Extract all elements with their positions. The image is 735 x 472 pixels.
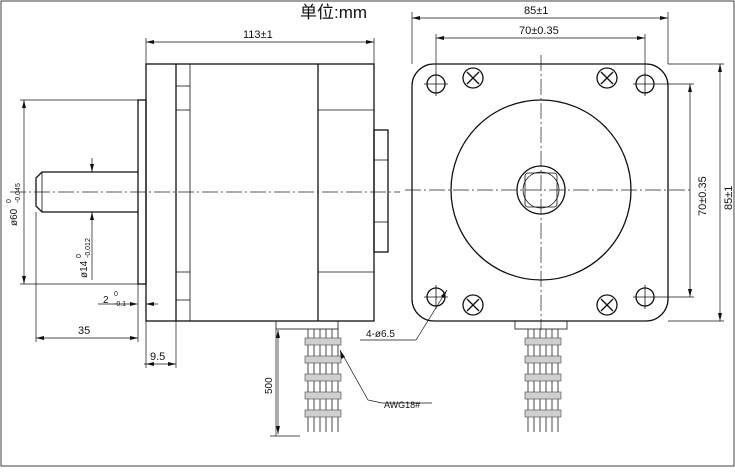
mounting-hole-tr (633, 72, 657, 96)
dim-flange-main: ø60 (9, 208, 20, 226)
unit-label: 单位:mm (300, 3, 367, 22)
rear-cap (373, 129, 389, 253)
mounting-hole-bl (424, 285, 448, 309)
dim-shaft-main: ø14 (79, 260, 90, 278)
dim-flange-tol-up: 0 (6, 199, 13, 203)
dim-hole-spacing-top: 70±0.35 (519, 25, 559, 37)
side-dimensions: 113±1 ø60 0 -0.045 ø14 0 -0.012 2 0 -0.1 (6, 29, 375, 368)
dim-flange-thickness: 9.5 (150, 351, 165, 363)
screw-br-icon (596, 294, 618, 316)
side-lead-wires: 500 AWG18# (264, 329, 432, 437)
mounting-holes-label: 4-ø6.5 (366, 329, 395, 340)
motor-body-side (145, 63, 375, 322)
front-lead-wires (524, 329, 562, 432)
dim-boss-tol-up: 0 (114, 291, 118, 298)
front-view (405, 55, 690, 330)
screw-tr-icon (596, 67, 618, 89)
dim-boss-main: 2 (103, 295, 109, 306)
mounting-hole-br (633, 285, 657, 309)
mounting-hole-tl (424, 72, 448, 96)
screw-tl-icon (462, 67, 484, 89)
dim-shaft-tol-low: -0.012 (85, 238, 92, 258)
wire-gauge-label: AWG18# (384, 400, 420, 410)
screw-bl-icon (462, 294, 484, 316)
dim-front-height: 85±1 (723, 186, 735, 210)
dim-side-length: 113±1 (243, 29, 273, 41)
dim-boss-tol-low: -0.1 (114, 301, 126, 308)
dim-lead-length: 500 (264, 377, 275, 394)
dim-shaft-tol-up: 0 (76, 254, 83, 258)
front-dimensions: 85±1 70±0.35 70±0.35 85±1 4-ø6.5 (360, 5, 735, 341)
dim-hole-spacing-right: 70±0.35 (697, 176, 709, 216)
dim-shaft-length: 35 (78, 325, 90, 337)
dim-flange-tol-low: -0.045 (15, 183, 22, 203)
side-view (10, 63, 400, 330)
dim-front-width: 85±1 (524, 5, 548, 17)
